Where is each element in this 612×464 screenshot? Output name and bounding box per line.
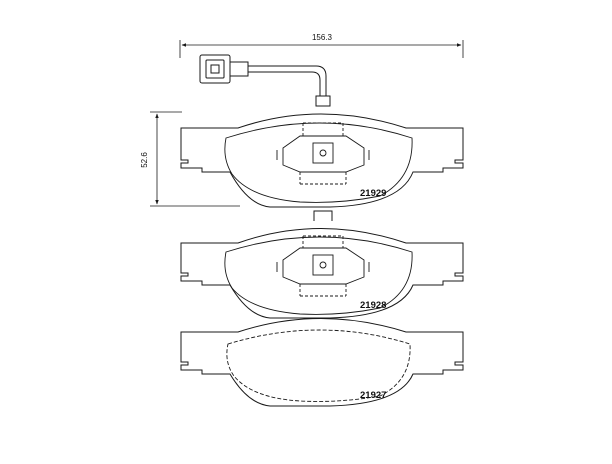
pad-backing-plate bbox=[180, 228, 464, 319]
height-dimension bbox=[150, 111, 240, 207]
shim-side-marks bbox=[276, 262, 370, 272]
pad-backing-plate bbox=[180, 318, 464, 407]
anti-noise-shim bbox=[276, 122, 370, 185]
sensor-wire-inner bbox=[248, 71, 321, 96]
shim-center-hole bbox=[319, 149, 327, 157]
sensor-connector bbox=[199, 54, 231, 84]
sensor-boot bbox=[229, 61, 249, 77]
shim-tab-bottom bbox=[299, 172, 347, 185]
width-dimension-label: 156.3 bbox=[312, 33, 333, 42]
shim-center-square bbox=[312, 254, 334, 276]
sensor-connector-face bbox=[205, 59, 225, 79]
part-number-21927: 21927 bbox=[360, 390, 386, 401]
shim-tab-top bbox=[302, 122, 344, 136]
shim-center-hole bbox=[319, 261, 327, 269]
sensor-wire-outer bbox=[248, 65, 327, 96]
wear-sensor bbox=[199, 54, 331, 107]
sensor-clip bbox=[315, 95, 331, 107]
shim-tab-top bbox=[302, 235, 344, 248]
shim-plate bbox=[282, 247, 365, 285]
shim-side-marks bbox=[276, 150, 370, 160]
brake-pad-3 bbox=[180, 318, 464, 407]
shim-center-square bbox=[312, 142, 334, 164]
part-number-21928: 21928 bbox=[360, 300, 386, 311]
anti-noise-shim bbox=[276, 235, 370, 297]
pad-backing-plate bbox=[180, 113, 464, 208]
pad-friction-outline bbox=[224, 122, 413, 203]
shim-tab-bottom bbox=[299, 284, 347, 297]
width-dimension bbox=[179, 40, 464, 58]
pad-friction-outline bbox=[224, 236, 413, 315]
pad-top-tab bbox=[313, 210, 333, 221]
height-dimension-label: 52.6 bbox=[140, 152, 149, 168]
pad-friction-outline bbox=[226, 329, 411, 402]
brake-pad-2 bbox=[180, 210, 464, 319]
shim-plate bbox=[282, 135, 365, 173]
brake-pad-1 bbox=[180, 113, 464, 208]
part-number-21929: 21929 bbox=[360, 188, 386, 199]
sensor-connector-pin bbox=[210, 64, 220, 74]
